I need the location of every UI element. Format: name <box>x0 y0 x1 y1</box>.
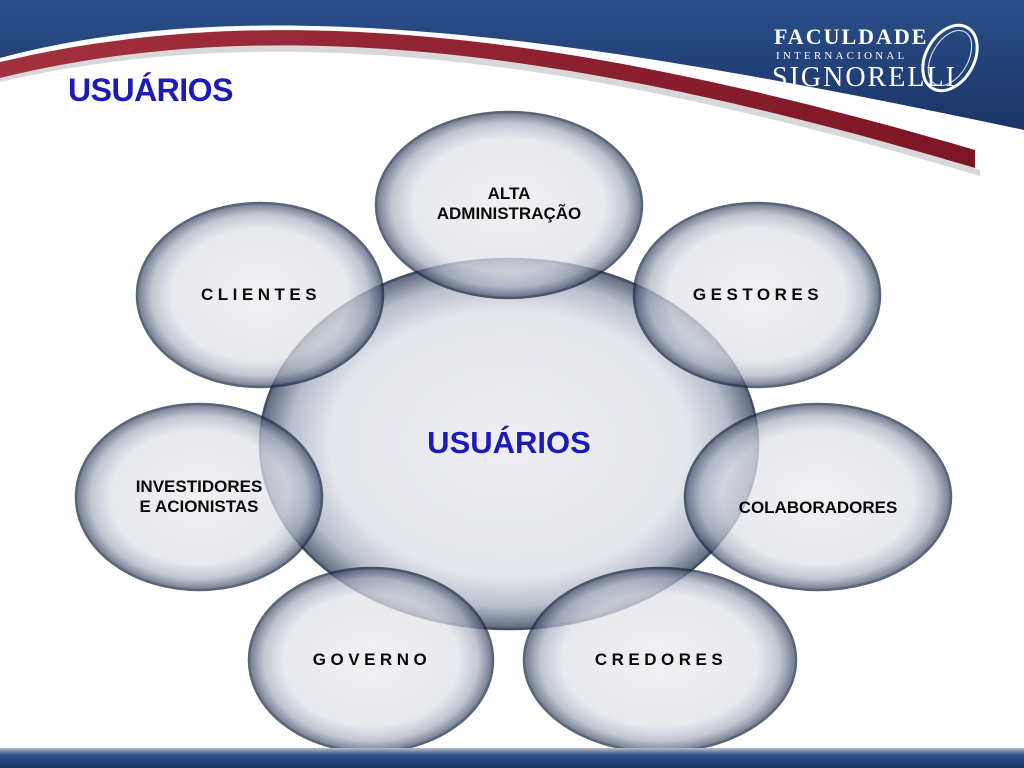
node-label-gestores: GESTORES <box>692 285 824 304</box>
header-banner <box>0 0 1024 176</box>
center-label: USUÁRIOS <box>427 425 591 460</box>
investidores-line2: E ACIONISTAS <box>139 497 259 516</box>
node-label-credores: CREDORES <box>594 650 728 669</box>
node-label-investidores: INVESTIDORES E ACIONISTAS <box>136 477 263 517</box>
logo-line2: INTERNACIONAL <box>776 50 908 62</box>
investidores-line1: INVESTIDORES <box>135 477 263 496</box>
logo-line1: FACULDADE <box>774 24 929 49</box>
node-label-clientes: CLIENTES <box>200 285 322 304</box>
node-circle-alta-administracao <box>374 110 644 300</box>
node-circle-colaboradores <box>683 402 953 592</box>
alta-administracao-line2: ADMINISTRAÇÃO <box>436 204 582 223</box>
node-circle-clientes <box>135 201 385 389</box>
node-label-governo: GOVERNO <box>312 650 432 669</box>
page-title: USUÁRIOS <box>68 72 233 108</box>
logo-ring-icon <box>921 23 979 93</box>
node-label-alta-administracao: ALTA ADMINISTRAÇÃO <box>437 184 582 224</box>
node-circle-gestores <box>632 201 882 389</box>
footer-bar <box>0 748 1024 768</box>
faculdade-logo: FACULDADE INTERNACIONAL SIGNORELLI <box>760 18 1000 98</box>
alta-administracao-line1: ALTA <box>487 184 531 203</box>
node-label-colaboradores: COLABORADORES <box>738 498 898 517</box>
node-circle-investidores <box>74 402 324 592</box>
